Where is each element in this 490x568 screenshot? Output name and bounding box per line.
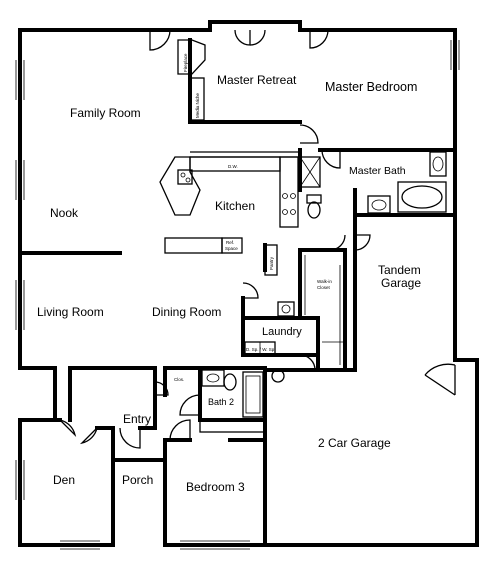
bath-fixtures (199, 151, 447, 433)
exterior-walls (18, 20, 479, 547)
label-pantry: Pantry (269, 256, 274, 270)
room-master-retreat: Master Retreat (217, 73, 297, 87)
label-refrigerator-2: Space (225, 246, 238, 251)
doors (59, 29, 456, 449)
room-den: Den (53, 473, 75, 487)
windows (15, 40, 460, 550)
room-tandem-garage: Tandem (378, 263, 421, 277)
room-bath2: Bath 2 (208, 397, 234, 407)
label-closet: Clos. (174, 377, 184, 382)
room-nook: Nook (50, 206, 79, 220)
room-living-room: Living Room (37, 305, 104, 319)
room-kitchen: Kitchen (215, 199, 255, 213)
room-laundry: Laundry (262, 326, 302, 338)
fireplace-media (177, 39, 206, 121)
room-dining-room: Dining Room (152, 305, 221, 319)
label-media-niche: Media Niche (195, 92, 200, 118)
label-walkin-closet-2: Closet (317, 285, 331, 290)
kitchen-fixtures (159, 156, 321, 276)
room-porch: Porch (122, 473, 153, 487)
room-master-bath: Master Bath (349, 165, 406, 177)
label-dryer-washer: D. Sp. / W. Sp. (246, 347, 276, 352)
room-entry: Entry (123, 412, 151, 426)
room-labels: Family Room Master Retreat Master Bedroo… (37, 73, 421, 494)
label-fireplace: Fireplace (183, 53, 188, 72)
room-family-room: Family Room (70, 106, 141, 120)
room-two-car-garage: 2 Car Garage (318, 436, 391, 450)
room-master-bedroom: Master Bedroom (325, 80, 417, 94)
fixture-labels: Fireplace Media Niche D.W. Ref. Space Pa… (174, 53, 332, 382)
label-refrigerator: Ref. (226, 240, 234, 245)
closet-shelving (304, 255, 344, 365)
label-walkin-closet: Walk-in (317, 279, 332, 284)
room-tandem-garage-2: Garage (381, 276, 421, 290)
room-bedroom3: Bedroom 3 (186, 480, 245, 494)
label-dishwasher: D.W. (228, 164, 238, 169)
laundry-fixtures (244, 301, 295, 355)
